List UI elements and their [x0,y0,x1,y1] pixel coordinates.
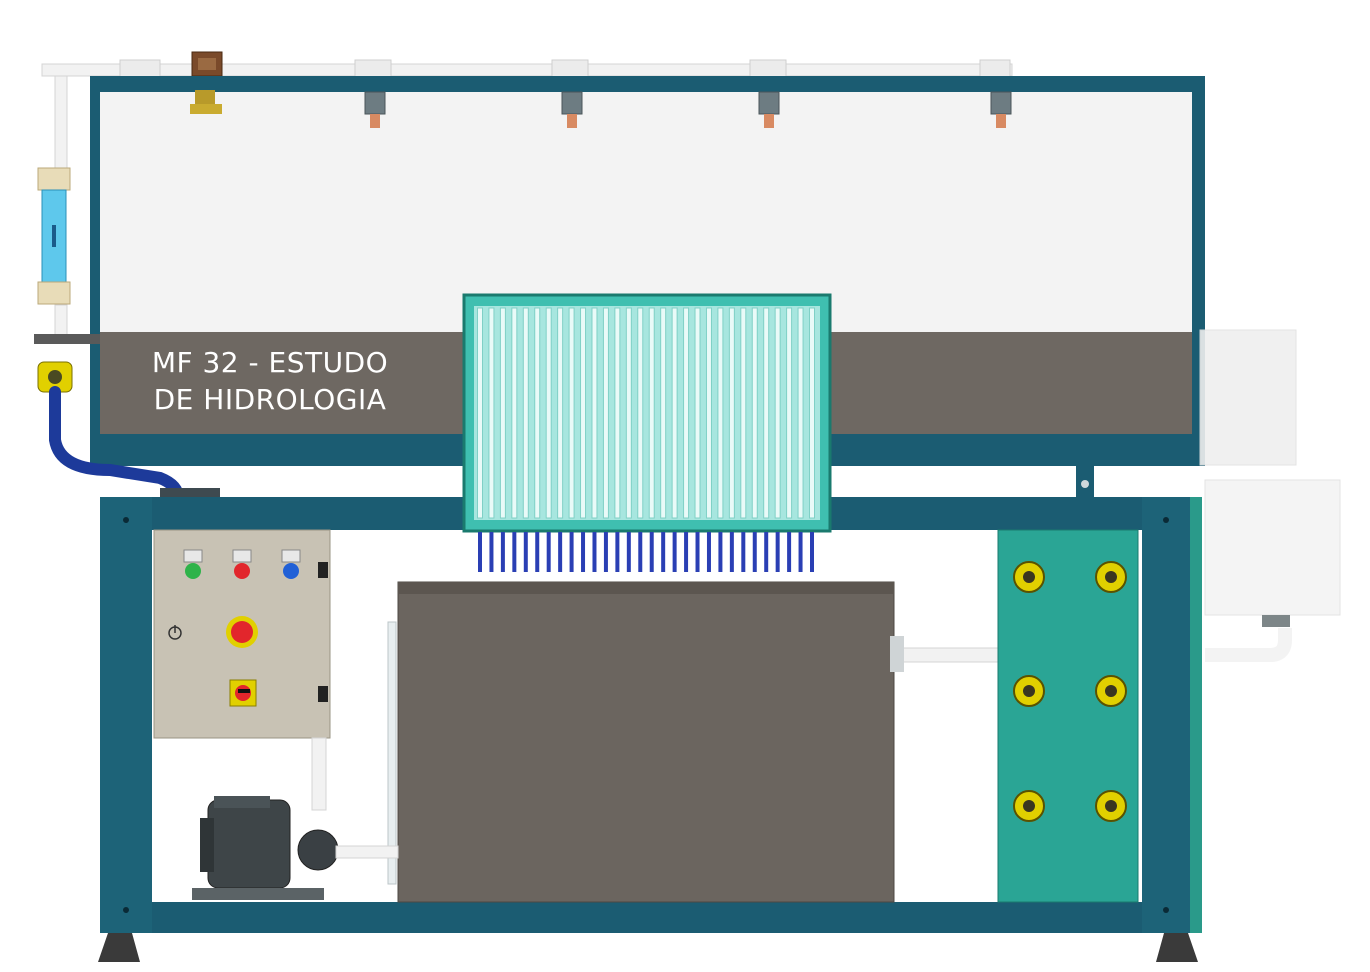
sprinkler-nozzle-icon [561,91,583,128]
drip-needle [581,532,586,572]
drip-needle [695,532,700,572]
valve-icon [1013,675,1045,707]
drip-needle [546,532,551,572]
valve-icon [1095,561,1127,593]
flowmeter-icon [37,167,71,305]
drip-tube [602,307,609,519]
drip-needle [661,532,666,572]
bracket [34,334,100,344]
drip-needle [706,532,711,572]
supply-pipe-top [41,59,1013,336]
valve-icon [1095,675,1127,707]
pump-pipe [311,737,327,811]
valve-icon [1095,790,1127,822]
title-line-1: MF 32 - ESTUDO [151,346,389,379]
drip-needle [512,532,517,572]
drip-needle [672,532,677,572]
drip-needle [626,532,631,572]
drip-tube [580,307,587,519]
drip-tube [694,307,701,519]
bolt-icon [1081,480,1089,488]
drip-tubes [477,307,815,572]
drip-needle [752,532,757,572]
drip-tube [751,307,758,519]
selector-switch-icon [229,679,257,707]
drip-needle [798,532,803,572]
drip-tube [625,307,632,519]
pump-icon [192,796,399,900]
title-line-2: DE HIDROLOGIA [153,383,387,416]
start-button-green [183,549,203,579]
drip-tube [477,307,483,519]
drip-tube [740,307,747,519]
drip-needle [718,532,723,572]
water-reservoir [387,581,895,903]
drip-needle [478,532,482,572]
drip-tube [763,307,770,519]
foot-icon [98,933,140,962]
drip-tube [717,307,724,519]
drip-needle [649,532,654,572]
drip-needle [729,532,734,572]
valve-icon [1013,790,1045,822]
drip-needle [741,532,746,572]
drip-needle [603,532,608,572]
drain-box [1199,329,1341,662]
drip-needle [535,532,540,572]
drip-tube [809,307,815,519]
drip-needle [592,532,597,572]
drip-tube [614,307,621,519]
ball-valve-icon [37,361,73,393]
drip-tube [671,307,678,519]
drip-needle [810,532,814,572]
support [160,488,220,498]
signal-button-blue [281,549,301,579]
drip-tube [637,307,644,519]
drip-tube [545,307,552,519]
power-symbol-icon [168,625,182,640]
drip-needle [787,532,792,572]
drip-needle [764,532,769,572]
drip-tube [499,307,506,519]
drip-tube [557,307,564,519]
foot-icon [1156,933,1198,962]
drip-tube [683,307,690,519]
sprinkler-nozzle-icon [190,90,222,114]
drip-needle [500,532,505,572]
drip-needle [684,532,689,572]
drip-tube [774,307,781,519]
emergency-stop-icon [226,616,258,648]
drip-needle [558,532,563,572]
sprinkler-nozzle-icon [990,91,1012,128]
drip-tube [660,307,667,519]
drip-needle [638,532,643,572]
drip-tube [786,307,793,519]
drip-tube [511,307,518,519]
drip-needle [523,532,528,572]
drip-needle [615,532,620,572]
drip-tube [522,307,529,519]
sprinkler-nozzle-icon [364,91,386,128]
pipe-fitting [890,636,904,672]
drip-tube [728,307,735,519]
drip-tube [591,307,598,519]
drip-tube [488,307,495,519]
drip-needle [569,532,574,572]
drip-tube [705,307,712,519]
drip-tube [568,307,575,519]
drip-tube [797,307,804,519]
drip-tube [648,307,655,519]
drip-tube [534,307,541,519]
drip-needle [775,532,780,572]
inlet-valve-icon [191,51,223,77]
sprinkler-nozzle-icon [758,91,780,128]
stop-button-red [232,549,252,579]
drip-needle [489,532,494,572]
return-pipe [893,647,999,663]
valve-icon [1013,561,1045,593]
